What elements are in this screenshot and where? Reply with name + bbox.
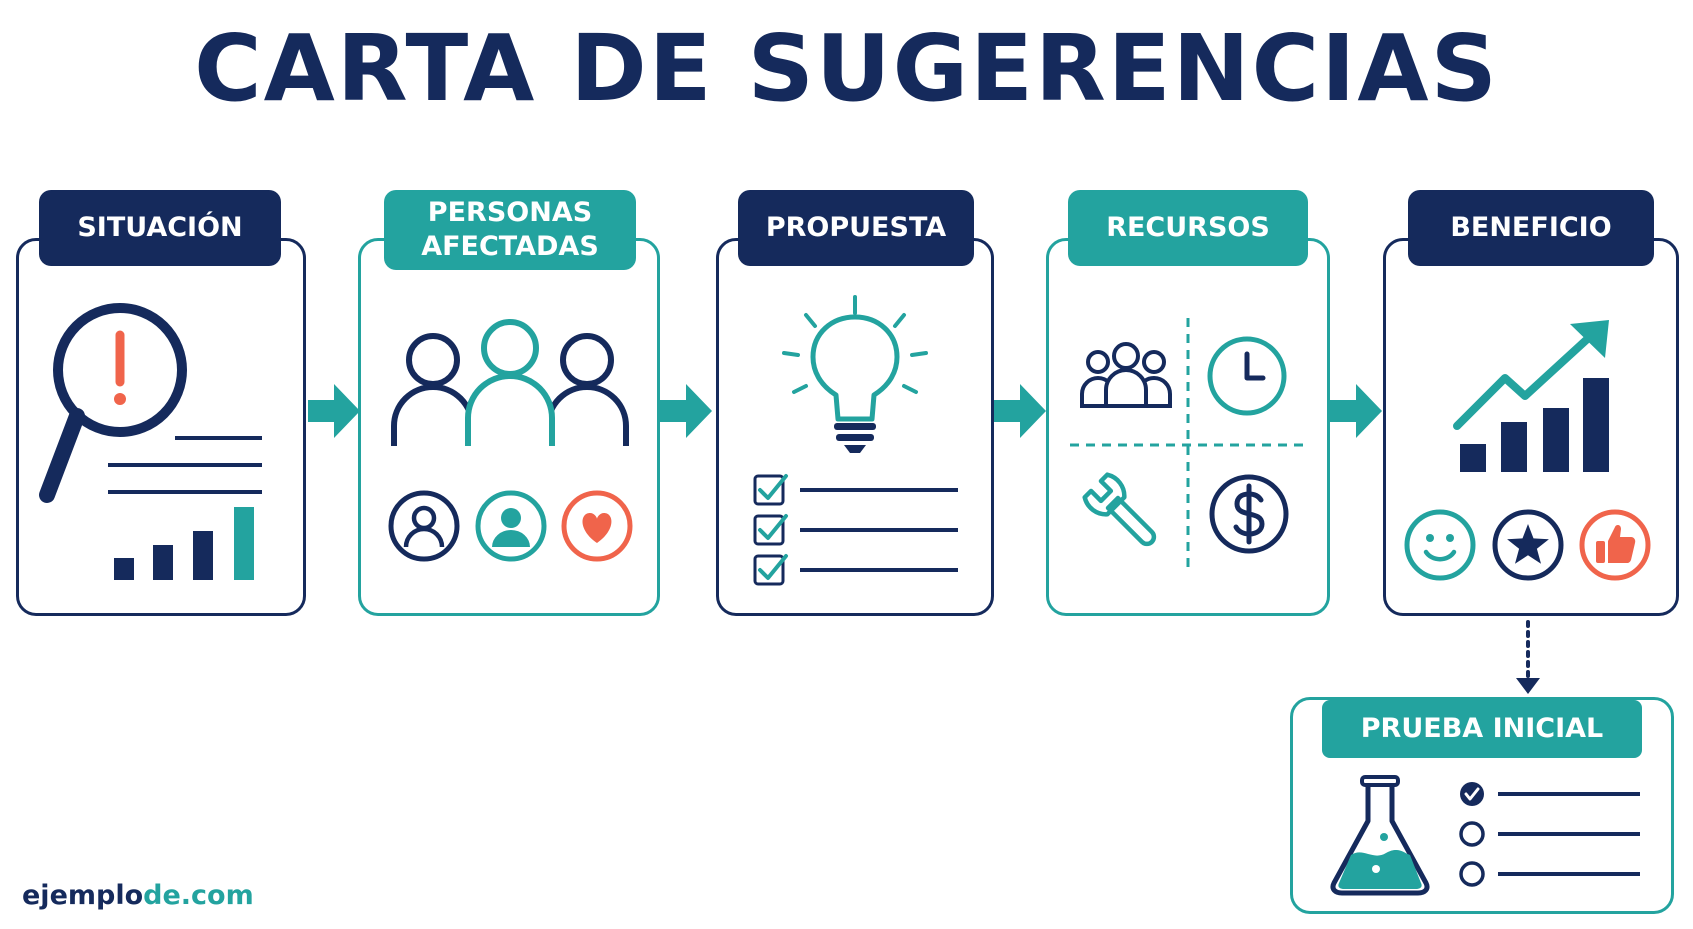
checklist-icon [753,474,958,586]
quadrant-divider [1070,318,1310,570]
growth-chart-icon [1453,320,1609,472]
brand-accent-text: de.com [143,880,254,911]
flow-arrow-icon [994,384,1046,438]
people-group-icon [391,319,629,446]
resources-label: RECURSOS [1068,190,1308,266]
page-title: CARTA DE SUGERENCIAS [194,15,1499,122]
thumbs-up-icon [1579,509,1651,581]
user-filled-icon [475,490,547,562]
dotted-arrow-icon [1516,620,1540,694]
clock-icon [1207,336,1287,416]
flow-arrow-icon [1330,384,1382,438]
magnifier-alert-icon [39,303,187,503]
flow-arrow-icon [660,384,712,438]
bar-chart-icon [114,507,254,580]
resources-card [1046,238,1330,616]
team-icon [1080,342,1172,408]
situation-label: SITUACIÓN [39,190,281,266]
brand-text: ejemplo [22,880,144,911]
brand-logo: ejemplode.com [22,876,254,916]
lightbulb-icon [782,295,928,453]
dollar-icon [1209,474,1289,554]
wrench-icon [1082,472,1157,547]
initial-trial-label: PRUEBA INICIAL [1322,700,1642,758]
benefit-label: BENEFICIO [1408,190,1654,266]
affected-people-label: PERSONAS AFECTADAS [384,190,636,270]
flask-icon [1330,775,1430,896]
star-icon [1492,509,1564,581]
report-lines-icon [108,436,262,494]
user-outline-icon [388,490,460,562]
smiley-icon [1404,509,1476,581]
heart-icon [561,490,633,562]
flow-arrow-icon [308,384,360,438]
trial-checklist-icon [1459,782,1640,887]
proposal-label: PROPUESTA [738,190,974,266]
